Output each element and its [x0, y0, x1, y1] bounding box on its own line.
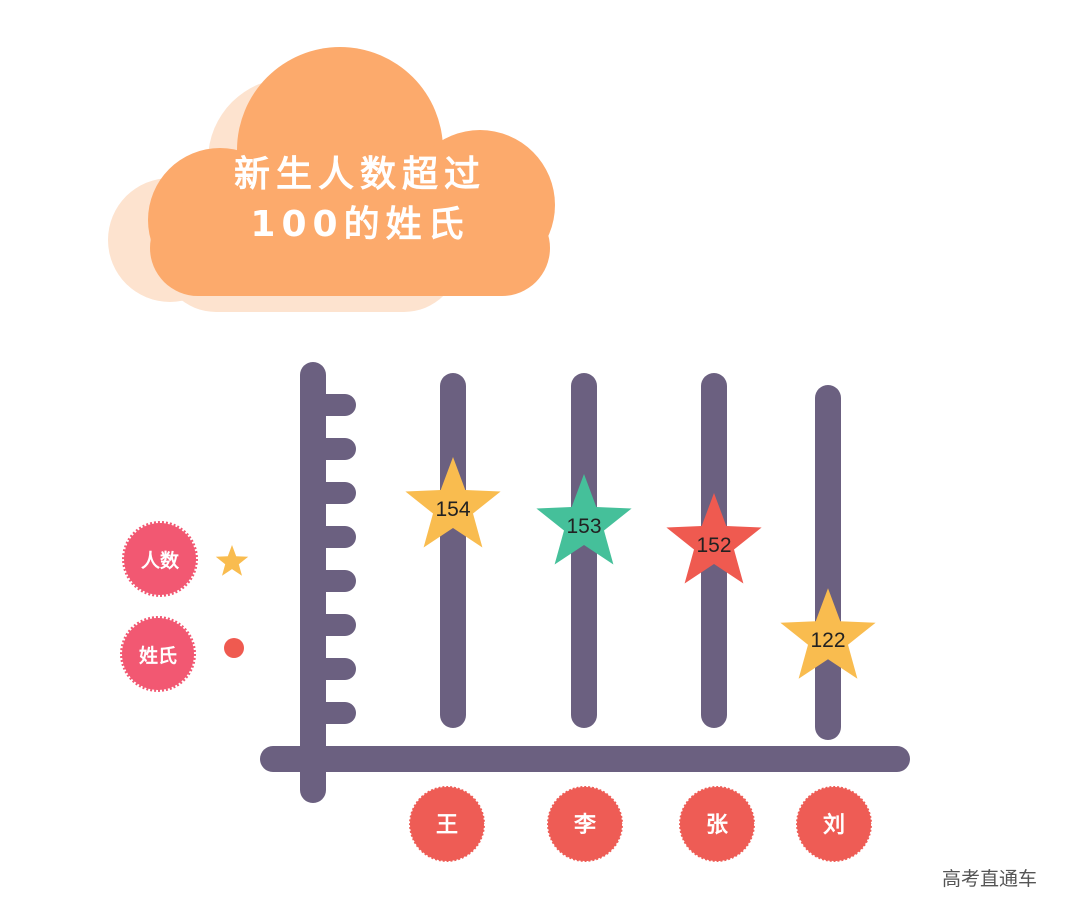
- data-label: 122: [810, 629, 845, 652]
- watermark: 高考直通车: [942, 868, 1038, 890]
- category-badge: [546, 785, 624, 863]
- data-label: 152: [696, 534, 731, 557]
- category-label: 王: [436, 813, 458, 838]
- axes: [260, 362, 910, 803]
- legend-label-count: 人数: [122, 521, 198, 597]
- value-star-marker: [405, 457, 501, 548]
- title-cloud: [148, 47, 555, 296]
- legend-circle-icon: [224, 638, 244, 658]
- legend-star-icon: [215, 545, 249, 576]
- category-badge: [795, 785, 873, 863]
- category-badge: [678, 785, 756, 863]
- data-label: 154: [435, 498, 470, 521]
- category-badge: [408, 785, 486, 863]
- value-star-marker: [780, 588, 876, 679]
- title-line-1: 新生人数超过: [233, 154, 486, 195]
- category-label: 刘: [823, 812, 845, 838]
- chart-title: 新生人数超过 100的姓氏: [150, 150, 570, 250]
- category-label: 李: [573, 813, 597, 838]
- title-line-2: 100的姓氏: [250, 204, 470, 245]
- legend-label-surname: 姓氏: [120, 616, 196, 692]
- value-star-marker: [666, 493, 762, 584]
- category-label: 张: [706, 813, 729, 838]
- value-star-marker: [536, 474, 632, 565]
- data-label: 153: [566, 515, 601, 538]
